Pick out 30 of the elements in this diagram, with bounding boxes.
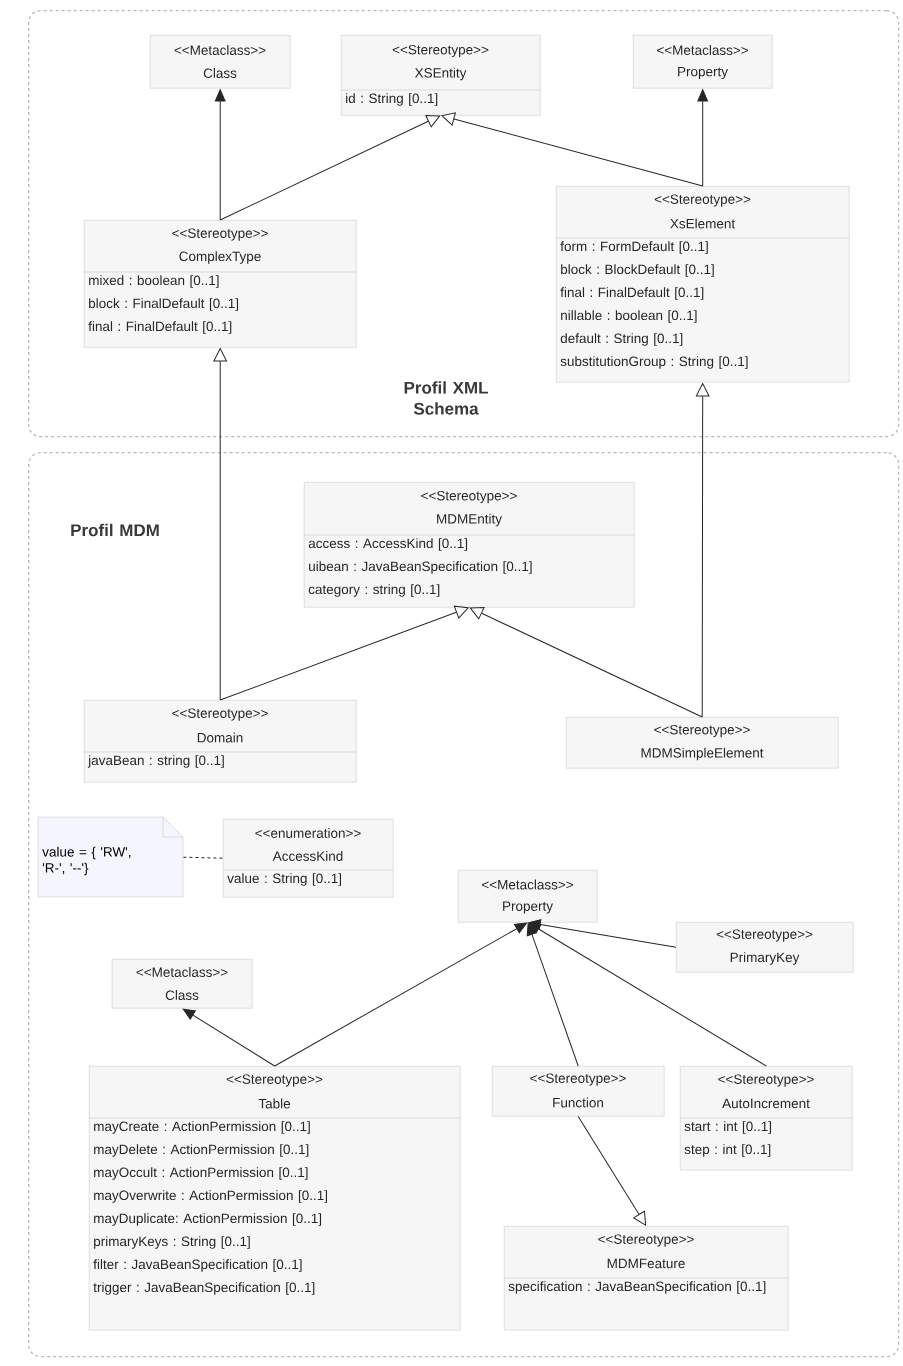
arrow bbox=[441, 112, 704, 187]
class-box: <<Stereotype>> Domain javaBean : string [0..1] bbox=[83, 700, 357, 783]
class-box: <<Stereotype>> AutoIncrement start : int [0..1] step : int [0..1] bbox=[679, 1066, 853, 1171]
class-box: <<Stereotype>> ComplexType mixed : boolean [0..1] block : FinalDefault [0..1] final : FinalDefault [0..1] bbox=[83, 220, 357, 348]
arrow bbox=[528, 922, 767, 1067]
class-box: <<Metaclass>> Class bbox=[150, 35, 291, 89]
note: value = { 'RW', 'R-', '--'} bbox=[37, 816, 184, 898]
class-box: <<Metaclass>> Class bbox=[112, 959, 253, 1009]
class-box: <<Stereotype>> MDMFeature specification : JavaBeanSpecification [0..1] bbox=[503, 1226, 789, 1331]
arrow bbox=[274, 922, 528, 1067]
arrow bbox=[182, 1008, 276, 1067]
class-box: <<Stereotype>> XsElement form : FormDefault [0..1] block : BlockDefault [0..1] final : FinalDefault [0..1] nillable : boolean [0..1] default : String [0..1] substitutionGroup : String [0..1] bbox=[555, 186, 850, 383]
arrow bbox=[469, 606, 703, 718]
class-box: <<Stereotype>> Table mayCreate : ActionPermission [0..1] mayDelete : ActionPermission [0..1] mayOccult : ActionPermission [0..1] mayOverwrite : ActionPermission [0..1] mayDuplicate: ActionPermission [0..1] primaryKeys : String [0..1] filter : JavaBeanSpecification [0..1] trigger : JavaBeanSpecification [0..1] bbox=[88, 1066, 461, 1331]
class-box: <<Metaclass>> Property bbox=[633, 35, 773, 89]
class-box: <<Stereotype>> XSEntity id : String [0..1] bbox=[340, 35, 541, 116]
class-box: <<Metaclass>> Property bbox=[458, 870, 598, 923]
class-box: <<Stereotype>> MDMSimpleElement bbox=[566, 717, 839, 769]
arrow bbox=[213, 348, 227, 701]
class-box: <<Stereotype>> Function bbox=[492, 1066, 665, 1117]
arrow bbox=[219, 605, 469, 701]
class-box: <<Stereotype>> MDMEntity access : AccessKind [0..1] uibean : JavaBeanSpecification [0..1] category : string [0..1] bbox=[303, 482, 635, 608]
arrow bbox=[577, 1115, 647, 1226]
arrow bbox=[219, 115, 441, 221]
arrow bbox=[695, 383, 710, 718]
arrow bbox=[697, 89, 709, 187]
arrow bbox=[526, 923, 579, 1067]
class-box: <<enumeration>> AccessKind value : String [0..1] bbox=[222, 819, 394, 898]
class-box: <<Stereotype>> PrimaryKey bbox=[676, 922, 854, 973]
arrow bbox=[214, 89, 226, 221]
